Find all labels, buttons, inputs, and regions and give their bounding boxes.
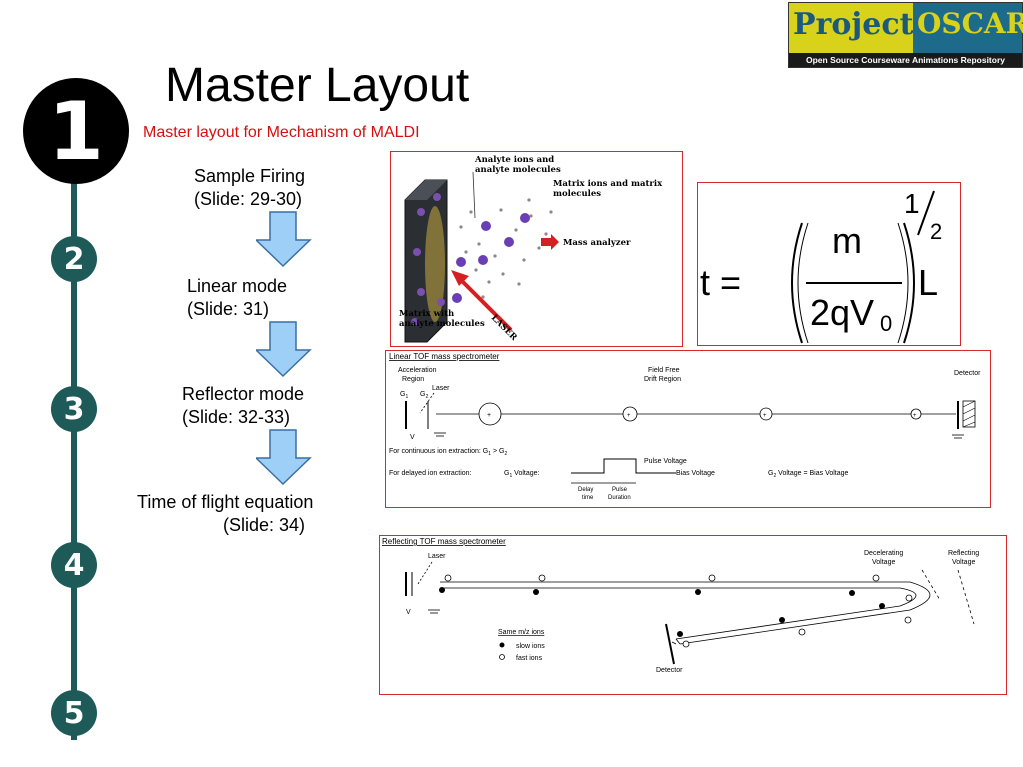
label-v: V: [410, 434, 415, 441]
label-laser: Laser: [428, 553, 446, 560]
flow-slide-ref: (Slide: 29-30): [194, 189, 303, 209]
step-1-badge[interactable]: 1: [23, 78, 129, 184]
page-subtitle: Master layout for Mechanism of MALDI: [143, 124, 420, 141]
flow-slide-ref: (Slide: 34): [223, 515, 306, 535]
label-accel-2: Region: [402, 376, 424, 383]
reflect-title: Reflecting TOF mass spectrometer: [382, 537, 506, 546]
label-analyte-2: analyte molecules: [475, 165, 561, 175]
linear-title: Linear TOF mass spectrometer: [389, 352, 500, 361]
logo-word-project: Project: [793, 7, 914, 42]
step-4-badge[interactable]: 4: [51, 542, 97, 588]
tof-equation[interactable]: t = m 2qV 0 1 2 L: [697, 182, 961, 346]
delay-time-1: Delay: [578, 487, 593, 493]
label-reflecting-2: Voltage: [952, 559, 975, 566]
flow-label: Time of flight equation: [137, 492, 314, 512]
label-decel-1: Decelerating: [864, 550, 903, 557]
g2-voltage-label: G2 Voltage = Bias Voltage: [768, 470, 849, 479]
maldi-illustration[interactable]: Analyte ions and analyte molecules Matri…: [390, 151, 683, 347]
label-matrix-ions-1: Matrix ions and matrix: [553, 179, 663, 189]
label-analyte-1: Analyte ions and: [474, 155, 554, 165]
pulse-duration-2: Duration: [608, 495, 631, 501]
delay-time-2: time: [582, 495, 594, 501]
eq-denominator: 2qV: [810, 292, 874, 333]
flow-slide-ref: (Slide: 32-33): [182, 407, 291, 427]
label-detector: Detector: [954, 370, 981, 377]
label-g2: G2: [420, 391, 428, 400]
label-reflecting-1: Reflecting: [948, 550, 979, 557]
label-field-free-2: Drift Region: [644, 376, 681, 383]
label-v: V: [406, 609, 411, 616]
reflecting-tof-diagram[interactable]: Reflecting TOF mass spectrometer Laser D…: [379, 535, 1007, 695]
down-arrow-icon: [256, 429, 312, 486]
down-arrow-icon: [256, 211, 312, 268]
ion-marker: +: [627, 413, 631, 419]
eq-t: t =: [700, 262, 741, 303]
flow-time-of-flight[interactable]: Time of flight equation (Slide: 34): [137, 491, 313, 537]
eq-length-L: L: [918, 262, 938, 303]
legend-fast-ions: fast ions: [516, 655, 543, 662]
logo-oscar-block: OSCAR: [913, 3, 1023, 53]
label-matrix-ions-2: molecules: [553, 189, 601, 199]
linear-tof-diagram[interactable]: Linear TOF mass spectrometer Acceleratio…: [385, 350, 991, 508]
label-accel-1: Acceleration: [398, 367, 437, 374]
label-decel-2: Voltage: [872, 559, 895, 566]
step-3-badge[interactable]: 3: [51, 386, 97, 432]
eq-subscript-zero: 0: [880, 311, 892, 336]
label-g1: G1: [400, 391, 408, 400]
g1-voltage-label: G1 Voltage:: [504, 470, 540, 479]
ion-marker: +: [913, 413, 917, 419]
eq-exponent-denominator: 2: [930, 219, 942, 244]
step-5-badge[interactable]: 5: [51, 690, 97, 736]
label-matrix-with-1: Matrix with: [399, 309, 454, 319]
pulse-voltage-label: Pulse Voltage: [644, 458, 687, 465]
flow-label: Linear mode: [187, 276, 288, 296]
delayed-extraction-text: For delayed ion extraction:: [389, 470, 472, 477]
label-matrix-with-2: analyte molecules: [399, 319, 485, 329]
logo-tagline: Open Source Courseware Animations Reposi…: [805, 55, 1005, 65]
continuous-extraction-text: For continuous ion extraction: G1 > G2: [389, 448, 507, 457]
logo-word-oscar: OSCAR: [917, 7, 1023, 40]
label-laser: Laser: [432, 385, 450, 392]
project-oscar-logo: Project OSCAR Open Source Courseware Ani…: [788, 2, 1023, 68]
flow-label: Sample Firing: [194, 166, 306, 186]
down-arrow-icon: [256, 321, 312, 378]
eq-exponent-numerator: 1: [904, 188, 920, 219]
step-timeline: [71, 150, 77, 740]
ion-marker: +: [487, 412, 491, 419]
label-mass-analyzer: Mass analyzer: [563, 238, 631, 248]
ion-marker: +: [763, 413, 767, 419]
page-title: Master Layout: [165, 59, 470, 112]
eq-numerator-m: m: [832, 220, 862, 261]
flow-reflector-mode[interactable]: Reflector mode (Slide: 32-33): [182, 383, 304, 429]
bias-voltage-label: Bias Voltage: [676, 470, 715, 477]
legend-slow-ions: slow ions: [516, 643, 545, 650]
label-detector: Detector: [656, 667, 683, 674]
pulse-duration-1: Pulse: [612, 487, 628, 493]
label-same-mz: Same m/z ions: [498, 629, 545, 636]
flow-slide-ref: (Slide: 31): [187, 299, 270, 319]
flow-sample-firing[interactable]: Sample Firing (Slide: 29-30): [194, 165, 305, 211]
flow-linear-mode[interactable]: Linear mode (Slide: 31): [187, 275, 287, 321]
label-laser: LASER: [489, 313, 520, 344]
label-field-free-1: Field Free: [648, 367, 680, 374]
step-2-badge[interactable]: 2: [51, 236, 97, 282]
flow-label: Reflector mode: [182, 384, 305, 404]
